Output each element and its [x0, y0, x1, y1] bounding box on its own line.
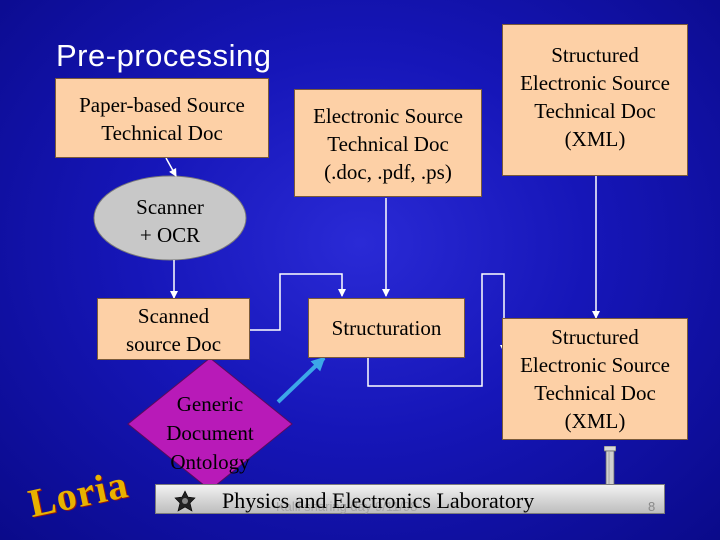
structured-xml-bottom-box: Structured Electronic Source Technical D…	[502, 318, 688, 440]
box-line: Technical Doc	[327, 132, 449, 156]
scanner-line: Scanner	[136, 195, 204, 219]
footer-subtitle: Kalil sharing day 9/11/98	[276, 499, 418, 514]
footer-bar	[155, 484, 665, 514]
box-line: Structured	[551, 325, 639, 349]
footer-lab-name: Physics and Electronics Laboratory	[222, 488, 535, 513]
scanned-source-box: Scanned source Doc	[97, 298, 250, 360]
structured-xml-top-box: Structured Electronic Source Technical D…	[502, 24, 688, 176]
box-line: Structured	[551, 43, 639, 67]
box-line: Structuration	[331, 316, 442, 340]
edge-scanned-to-structuration	[250, 273, 346, 331]
box-line: source Doc	[125, 332, 222, 356]
box-line: Technical Doc	[534, 99, 656, 123]
slide-title: Pre-processing	[56, 38, 272, 73]
box-line: (.doc, .pdf, .ps)	[324, 160, 452, 184]
box-line: Electronic Source	[313, 104, 463, 128]
box-line: (XML)	[564, 409, 626, 433]
ontology-line: Ontology	[170, 450, 250, 474]
scanner-line: + OCR	[139, 223, 201, 247]
box-line: Scanned	[137, 304, 210, 328]
structuration-box: Structuration	[308, 298, 465, 358]
box-line: Electronic Source	[520, 71, 670, 95]
ontology-label: Generic Document Ontology	[140, 390, 280, 477]
page-number: 8	[648, 499, 656, 514]
electronic-source-box: Electronic Source Technical Doc (.doc, .…	[294, 89, 482, 197]
box-line: Paper-based Source	[79, 93, 245, 117]
box-line: (XML)	[564, 127, 626, 151]
lab-emblem-icon	[174, 490, 196, 512]
ontology-line: Document	[166, 421, 254, 445]
box-line: Technical Doc	[101, 121, 223, 145]
box-line: Electronic Source	[520, 353, 670, 377]
edge-ontology-to-structuration	[276, 356, 326, 404]
edge-structuration-to-structured	[367, 273, 508, 387]
ontology-line: Generic	[176, 392, 244, 416]
edge-paper-to-scanner	[165, 157, 177, 177]
pillar-icon	[604, 446, 616, 486]
box-line: Technical Doc	[534, 381, 656, 405]
scanner-ocr-label: Scanner + OCR	[90, 193, 250, 249]
paper-source-box: Paper-based Source Technical Doc	[55, 78, 269, 158]
